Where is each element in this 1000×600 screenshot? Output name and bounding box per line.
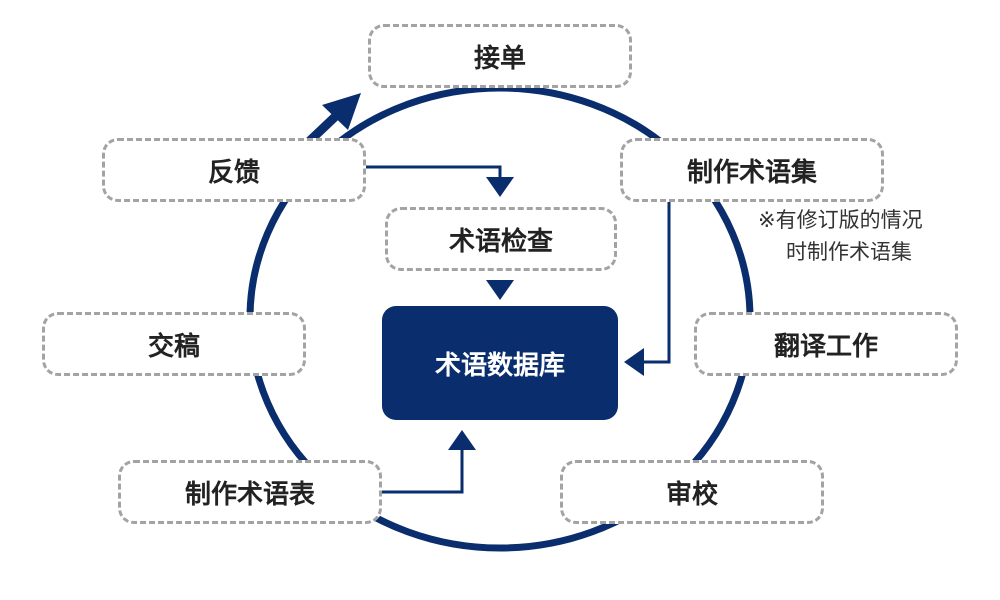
node-term-database: 术语数据库 <box>382 306 618 420</box>
node-translation: 翻译工作 <box>694 312 958 376</box>
cycle-arrowhead <box>322 93 361 130</box>
node-feedback: 反馈 <box>102 138 366 202</box>
node-review: 审校 <box>560 460 824 524</box>
note-line-2: 时制作术语集 <box>786 240 912 264</box>
feedback-to-check-arrowhead <box>486 177 514 197</box>
node-label: 术语数据库 <box>434 350 565 381</box>
node-label: 术语检查 <box>448 226 553 257</box>
node-label: 反馈 <box>207 157 260 188</box>
node-label: 审校 <box>665 479 718 510</box>
node-make-glossary-table: 制作术语表 <box>118 460 382 524</box>
node-label: 接单 <box>473 43 526 74</box>
node-term-check: 术语检查 <box>385 207 617 271</box>
node-label: 制作术语表 <box>184 479 315 510</box>
feedback-to-check-line <box>366 165 502 180</box>
node-label: 交稿 <box>147 331 200 362</box>
revision-note: ※有修订版的情况 时制作术语集 <box>758 204 923 268</box>
node-order: 接单 <box>368 24 632 88</box>
check-to-db-arrowhead <box>486 280 514 300</box>
note-line-1: ※有修订版的情况 <box>758 208 923 232</box>
node-label: 制作术语集 <box>686 157 817 188</box>
set-to-db-line <box>640 202 671 364</box>
node-label: 翻译工作 <box>773 331 878 362</box>
node-make-glossary-set: 制作术语集 <box>620 138 884 202</box>
set-to-db-arrowhead <box>624 348 644 376</box>
table-to-db-line <box>382 446 464 494</box>
node-delivery: 交稿 <box>42 312 306 376</box>
table-to-db-arrowhead <box>448 430 476 450</box>
